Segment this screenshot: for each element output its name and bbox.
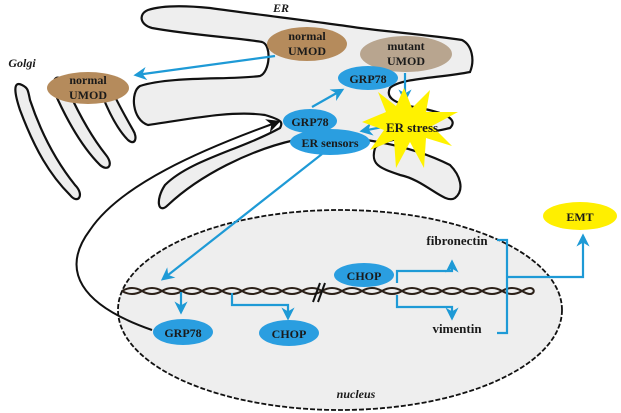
chop-upper-label: CHOP (347, 269, 382, 283)
grp78-er-upper-shape (338, 66, 398, 90)
er-stress-label: ER stress (386, 120, 438, 135)
normal-umod-er-node[interactable]: normal UMOD (267, 27, 347, 61)
mutant-umod-line2: UMOD (387, 54, 425, 68)
grp78-nucleus-node[interactable]: GRP78 (153, 319, 213, 345)
grp78-er-upper-node[interactable]: GRP78 (338, 66, 398, 90)
grp78-er-bound-node[interactable]: GRP78 (283, 109, 337, 133)
grp78-er-bound-shape (283, 109, 337, 133)
golgi-label: Golgi (8, 56, 36, 70)
chop-lower-shape (259, 320, 319, 346)
vimentin-label: vimentin (432, 321, 482, 336)
grp78-er-upper-label: GRP78 (349, 72, 386, 86)
arrow-genes-to-emt (507, 233, 590, 279)
arrow-dna-to-chop (230, 293, 295, 321)
normal-umod-golgi-line2: UMOD (69, 88, 107, 102)
grp78-er-bound-label: GRP78 (291, 115, 328, 129)
mutant-umod-node[interactable]: mutant UMOD (360, 36, 452, 72)
chop-lower-label: CHOP (272, 327, 307, 341)
emt-node[interactable]: EMT (543, 202, 617, 230)
chop-lower-node[interactable]: CHOP (259, 320, 319, 346)
fibronectin-label: fibronectin (426, 233, 488, 248)
er-label: ER (272, 1, 289, 15)
bracket-genes (497, 238, 509, 335)
grp78-nucleus-label: GRP78 (164, 326, 201, 340)
nucleus-label: nucleus (337, 387, 376, 401)
emt-label: EMT (566, 210, 593, 224)
nucleus (117, 209, 563, 411)
arrow-grp78-release (311, 88, 345, 108)
grp78-nucleus-shape (153, 319, 213, 345)
mutant-umod-line1: mutant (387, 39, 424, 53)
normal-umod-golgi-node[interactable]: normal UMOD (47, 72, 129, 104)
normal-umod-golgi-shape (47, 72, 129, 104)
mutant-umod-shape (360, 36, 452, 72)
er-sensors-shape (290, 129, 370, 155)
normal-umod-golgi-line1: normal (69, 73, 107, 87)
grp78-feedback-arrow (75, 119, 281, 331)
stress-burst-shape (362, 88, 458, 168)
normal-umod-er-shape (267, 27, 347, 61)
chop-upper-shape (334, 263, 394, 287)
arrow-chop-to-fibronectin (395, 259, 459, 283)
er-stress-node[interactable]: ER stress (362, 88, 458, 168)
arrow-sensors-to-nucleus (160, 153, 323, 281)
normal-umod-er-line2: UMOD (288, 44, 326, 58)
er-sensors-node[interactable]: ER sensors (290, 129, 370, 155)
dna-break-symbol (312, 282, 326, 303)
emt-shape (543, 202, 617, 230)
arrow-umod-to-golgi (133, 54, 276, 81)
arrow-chop-to-vimentin (395, 295, 459, 321)
normal-umod-er-line1: normal (288, 29, 326, 43)
pathway-arrows (133, 54, 590, 335)
er-sensors-label: ER sensors (301, 136, 358, 150)
chop-upper-node[interactable]: CHOP (334, 263, 394, 287)
